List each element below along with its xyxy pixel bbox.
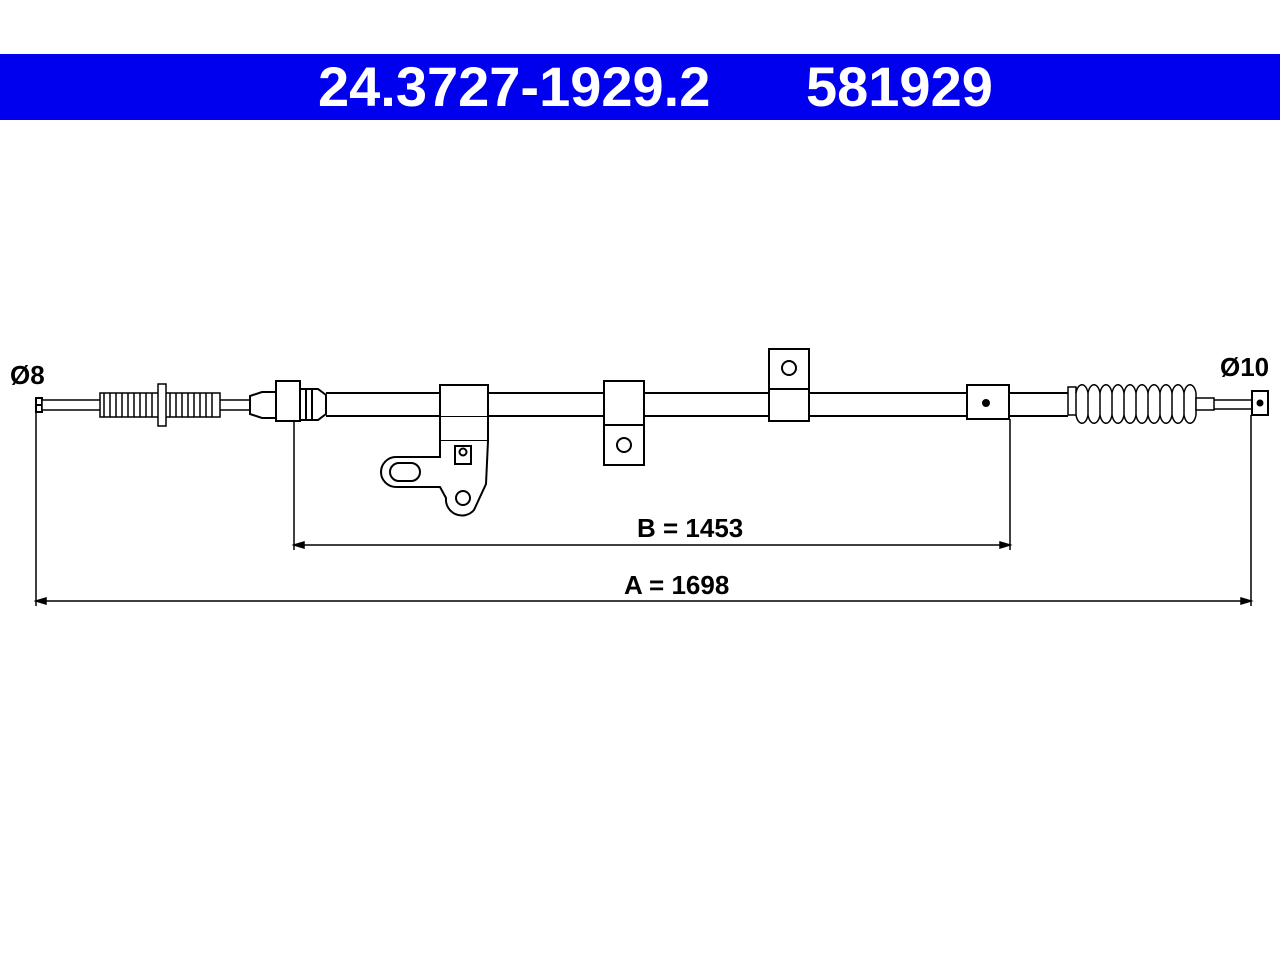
reference-number: 581929 (806, 55, 993, 118)
dimension-b-label: B = 1453 (637, 513, 743, 543)
part-number: 24.3727-1929.2 (318, 55, 711, 118)
right-end-fitting (1214, 390, 1269, 416)
cable-sheath (326, 392, 1068, 417)
dimension-a-label: A = 1698 (624, 570, 729, 600)
right-diameter-label: Ø10 (1220, 352, 1269, 382)
title-bar: 24.3727-1929.2 581929 (0, 54, 1280, 120)
clip-lower-tab (603, 380, 645, 466)
grommet-sleeve (966, 384, 1010, 420)
left-spring (99, 383, 250, 427)
dimension-line-a (33, 596, 1254, 606)
extension-lines (35, 412, 1252, 606)
left-diameter-label: Ø8 (10, 360, 45, 390)
clip-upper-tab (768, 348, 810, 422)
mounting-bracket (380, 384, 489, 517)
left-adjuster (249, 380, 327, 422)
right-bellows-boot (1067, 384, 1215, 424)
dimension-line-b (291, 540, 1013, 550)
